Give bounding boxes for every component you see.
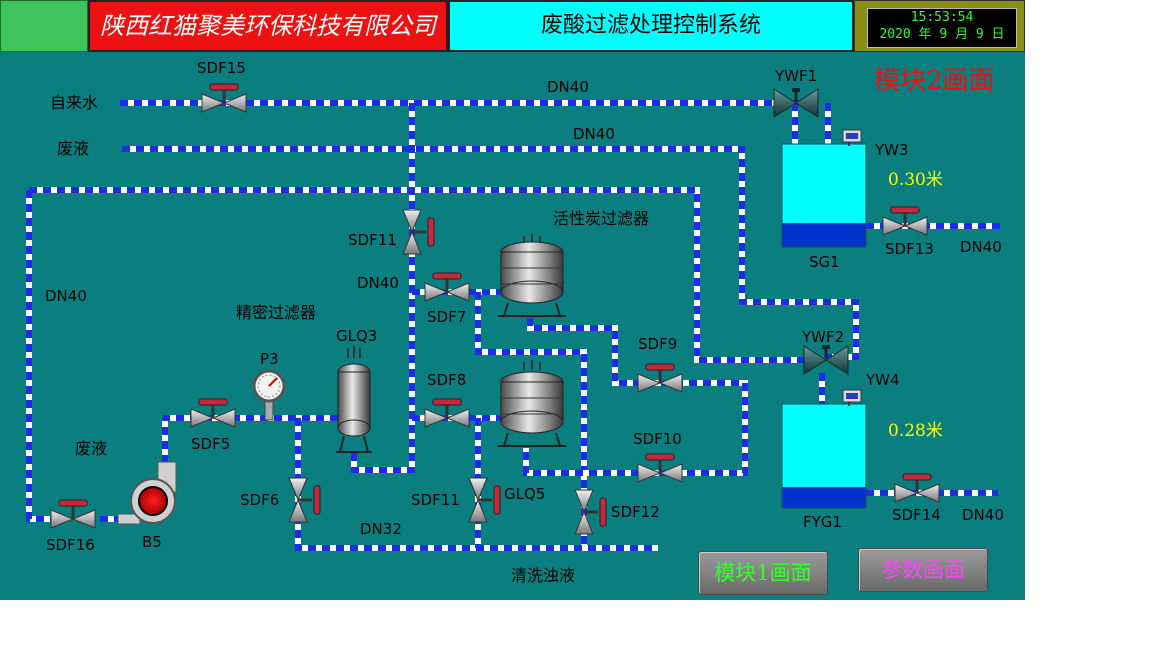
company-name: 陕西红猫聚美环保科技有限公司 <box>88 0 448 52</box>
pipe-size-dn40-sg1-out: DN40 <box>960 238 1002 256</box>
hand-valve-sdf6-icon[interactable] <box>288 477 321 523</box>
pipe-segment-flow <box>351 103 415 473</box>
carbon-filter-bottom-icon <box>498 360 566 447</box>
pipe-size-dn40-left: DN40 <box>45 287 87 305</box>
pump-b5-icon <box>117 461 177 525</box>
valve-layer <box>50 83 940 535</box>
valve-label-ywf1: YWF1 <box>775 67 818 85</box>
valve-label-sdf13: SDF13 <box>885 240 934 258</box>
pipe-segment-flow <box>295 418 658 551</box>
clock-date: 2020 年 9 月 9 日 <box>879 27 1005 42</box>
hand-valve-sdf8-icon[interactable] <box>424 398 470 428</box>
pipe-segment-flow <box>475 292 587 548</box>
valve-label-sdf6: SDF6 <box>240 491 280 509</box>
line-label-waste-liquid: 废液 <box>57 139 90 158</box>
hmi-screen: 陕西红猫聚美环保科技有限公司 废酸过滤处理控制系统 15:53:54 2020 … <box>0 0 1025 600</box>
line-label-tap-water: 自来水 <box>50 93 99 112</box>
pipe-segment-flow <box>162 415 340 477</box>
motor-valve-ywf1-icon[interactable] <box>773 88 819 118</box>
parameters-screen-button[interactable]: 参数画面 <box>858 548 988 592</box>
hand-valve-sdf13-icon[interactable] <box>882 206 928 236</box>
hand-valve-sdf5-icon[interactable] <box>190 398 236 428</box>
valve-label-sdf11-upper: SDF11 <box>348 231 397 249</box>
pipe-size-dn40-top: DN40 <box>547 78 589 96</box>
tank-label-sg1: SG1 <box>809 253 840 271</box>
level-value-fyg1: 0.28米 <box>888 421 943 441</box>
valve-label-sdf7: SDF7 <box>427 308 467 326</box>
hand-valve-sdf14-icon[interactable] <box>894 473 940 503</box>
hand-valve-sdf7-icon[interactable] <box>424 272 470 302</box>
level-value-sg1: 0.30米 <box>888 170 943 190</box>
clock-panel: 15:53:54 2020 年 9 月 9 日 <box>854 0 1025 52</box>
hand-valve-sdf16-icon[interactable] <box>50 499 96 529</box>
pipe-segment-base <box>122 146 859 360</box>
pipe-segment-flow <box>26 190 60 522</box>
hand-valve-sdf9-icon[interactable] <box>637 363 683 393</box>
hand-valve-sdf15-icon[interactable] <box>201 83 247 113</box>
equipment-label-carbon-filter: 活性炭过滤器 <box>553 209 650 228</box>
precision-filter-icon <box>336 346 372 453</box>
tank-fyg1 <box>781 403 867 509</box>
valve-label-sdf12: SDF12 <box>611 503 660 521</box>
pressure-gauge-icon <box>252 369 286 421</box>
line-label-waste-liquid-pump: 废液 <box>75 439 108 458</box>
pipe-segment-flow <box>122 146 859 360</box>
pipe-size-dn32: DN32 <box>360 520 402 538</box>
system-title: 废酸过滤处理控制系统 <box>448 0 854 52</box>
module1-screen-button[interactable]: 模块1画面 <box>698 551 828 595</box>
tank-sg1 <box>781 143 867 248</box>
current-screen-label: 模块2画面 <box>874 66 995 96</box>
equipment-label-p3: P3 <box>260 350 279 368</box>
equipment-label-b5: B5 <box>142 533 162 551</box>
tank-label-fyg1: FYG1 <box>803 513 842 531</box>
valve-label-sdf5: SDF5 <box>191 435 231 453</box>
valve-label-sdf10: SDF10 <box>633 430 682 448</box>
equipment-label-glq3: GLQ3 <box>336 327 378 345</box>
valve-label-sdf14: SDF14 <box>892 506 941 524</box>
pipe-size-dn40-waste: DN40 <box>573 125 615 143</box>
hand-valve-sdf11-lower-icon[interactable] <box>468 477 501 523</box>
motor-valve-ywf2-icon[interactable] <box>803 345 849 375</box>
valve-label-sdf15: SDF15 <box>197 59 246 77</box>
sensor-label-yw4: YW4 <box>866 371 900 389</box>
valve-label-sdf16: SDF16 <box>46 536 95 554</box>
valve-label-sdf8: SDF8 <box>427 371 467 389</box>
equipment-label-glq5: GLQ5 <box>504 485 546 503</box>
equipment-label-precision-filter: 精密过滤器 <box>236 303 317 322</box>
header-status-block <box>0 0 88 52</box>
pipe-segment-base <box>26 190 60 522</box>
level-sensor-yw4-icon <box>842 389 862 406</box>
valve-label-ywf2: YWF2 <box>802 328 845 346</box>
pipe-size-dn40-fyg1-out: DN40 <box>962 506 1004 524</box>
valve-label-sdf11-lower: SDF11 <box>411 491 460 509</box>
hand-valve-sdf11-upper-icon[interactable] <box>402 209 435 255</box>
hand-valve-sdf12-icon[interactable] <box>574 489 607 535</box>
clock-display: 15:53:54 2020 年 9 月 9 日 <box>867 8 1017 48</box>
pipe-segment-base <box>29 187 808 363</box>
valve-label-sdf9: SDF9 <box>638 335 678 353</box>
carbon-filter-top-icon <box>498 234 566 317</box>
line-label-cleaning-turbid: 清洗浊液 <box>511 566 576 585</box>
clock-time: 15:53:54 <box>910 10 974 25</box>
process-diagram <box>26 83 1000 551</box>
level-sensor-yw3-icon <box>842 129 862 146</box>
hand-valve-sdf10-icon[interactable] <box>637 453 683 483</box>
sensor-label-yw3: YW3 <box>875 141 909 159</box>
pipe-size-dn40-mid: DN40 <box>357 274 399 292</box>
